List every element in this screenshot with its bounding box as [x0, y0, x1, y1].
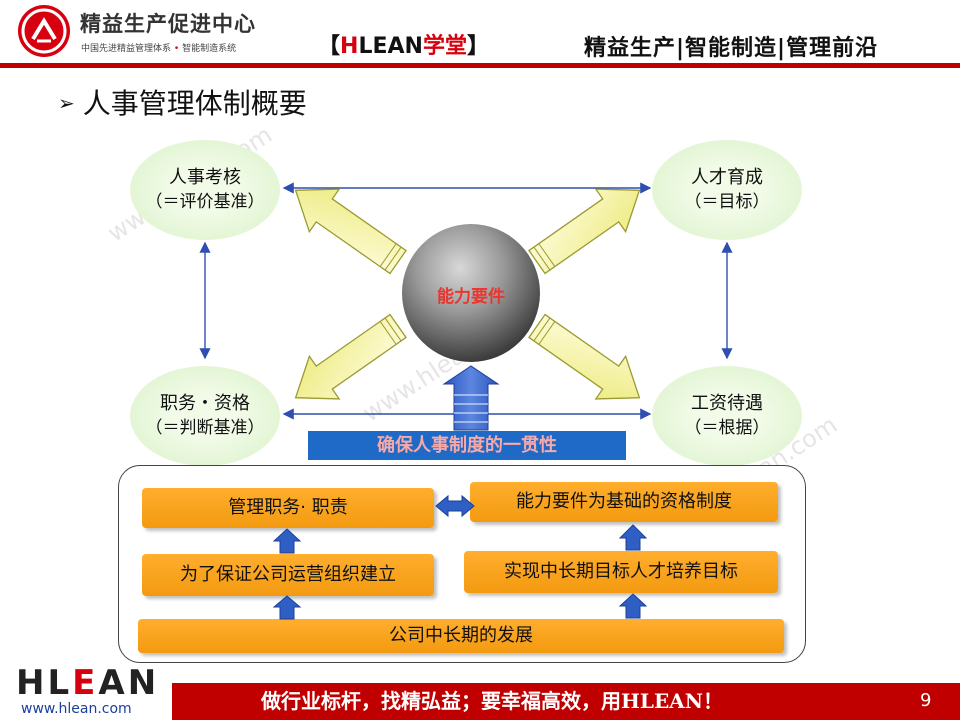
header-tagline: 精益生产|智能制造|管理前沿: [584, 36, 879, 61]
yellow-arrow-bottom-right: [528, 313, 641, 400]
brand-lean: LEAN: [358, 34, 423, 59]
footer-logo: HLEAN: [16, 663, 159, 703]
brand-name: 【HLEAN学堂】: [318, 28, 489, 60]
center-sphere: [402, 224, 540, 362]
node-label: 人才育成: [691, 167, 763, 188]
brand-bracket-close: 】: [466, 34, 489, 59]
header: 精益生产促进中心 中国先进精益管理体系 • 智能制造系统 【HLEAN学堂】 精…: [0, 0, 960, 70]
logo-subtitle-right: 智能制造系统: [182, 44, 237, 54]
logo-subtitle: 中国先进精益管理体系 • 智能制造系统: [81, 41, 236, 54]
yellow-arrow-top-right: [528, 188, 641, 275]
node-sublabel: （＝根据）: [684, 418, 770, 438]
node-compensation: 工资待遇 （＝根据）: [652, 366, 802, 466]
yellow-arrow-top-left: [294, 188, 407, 275]
brand-h: H: [340, 34, 359, 59]
blue-up-arrow-center: [442, 365, 500, 431]
box-management-duties: 管理职务· 职责: [142, 488, 434, 528]
up-arrow-left-upper: [272, 528, 302, 554]
node-sublabel: （＝判断基准）: [145, 418, 265, 438]
footer-logo-h: H: [16, 663, 48, 703]
bullet-icon: ➢: [58, 91, 75, 115]
node-sublabel: （＝目标）: [684, 192, 770, 212]
logo-emblem: [18, 5, 70, 57]
yellow-arrow-bottom-left: [294, 313, 407, 400]
footer-bar: [172, 683, 960, 720]
box-qualification-system: 能力要件为基础的资格制度: [470, 482, 778, 522]
box-talent-goal: 实现中长期目标人才培养目标: [464, 551, 778, 593]
node-label: 人事考核: [169, 167, 241, 188]
box-organization-building: 为了保证公司运营组织建立: [142, 554, 434, 596]
footer-logo-e: E: [72, 663, 99, 703]
center-label: 能力要件: [437, 287, 505, 307]
brand-bracket-open: 【: [318, 34, 341, 59]
brand-cn: 学堂: [422, 34, 467, 59]
footer-slogan: 做行业标杆，找精弘益；要幸福高效，用HLEAN！: [260, 689, 723, 713]
footer-logo-l: L: [47, 663, 73, 703]
header-divider: [0, 63, 960, 68]
up-arrow-left-lower: [272, 595, 302, 620]
slide-title-text: 人事管理体制概要: [82, 87, 307, 120]
double-arrow-horizontal: [435, 494, 475, 518]
node-label: 工资待遇: [691, 393, 763, 414]
up-arrow-right-lower: [618, 593, 648, 619]
consistency-banner: 确保人事制度的一贯性: [308, 431, 626, 460]
node-label: 职务・资格: [160, 393, 250, 414]
up-arrow-right-upper: [618, 524, 648, 551]
logo-title: 精益生产促进中心: [80, 12, 256, 36]
logo-subtitle-dot: •: [173, 44, 180, 54]
node-talent-development: 人才育成 （＝目标）: [652, 140, 802, 240]
node-performance-appraisal: 人事考核 （＝评价基准）: [130, 140, 280, 240]
logo-subtitle-left: 中国先进精益管理体系: [81, 44, 172, 54]
footer-url[interactable]: www.hlean.com: [21, 701, 132, 717]
footer-logo-an: AN: [98, 663, 160, 703]
node-position-qualification: 职务・资格 （＝判断基准）: [130, 366, 280, 466]
node-sublabel: （＝评价基准）: [145, 192, 265, 212]
logo-emblem-icon: [21, 8, 67, 54]
page-number: 9: [920, 690, 932, 711]
box-company-development: 公司中长期的发展: [138, 619, 784, 653]
slide-title: ➢ 人事管理体制概要: [58, 82, 307, 122]
